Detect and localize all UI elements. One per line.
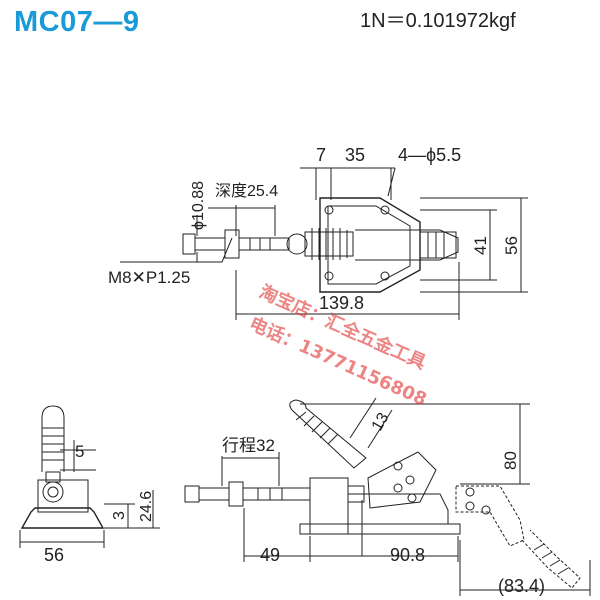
dim-13: 13 xyxy=(369,410,393,434)
dim-83-4: (83.4) xyxy=(498,576,545,596)
dim-base-width: 56 xyxy=(44,545,64,565)
dim-56: 56 xyxy=(502,236,521,255)
dim-41: 41 xyxy=(471,236,490,255)
dim-stroke: 行程32 xyxy=(222,436,275,455)
model-title: MC07—9 xyxy=(14,6,140,38)
dim-length: 139.8 xyxy=(319,293,364,313)
dim-depth: 深度25.4 xyxy=(215,182,278,200)
dim-5: 5 xyxy=(75,442,84,461)
front-view xyxy=(19,405,160,548)
side-view xyxy=(184,397,591,596)
dim-80: 80 xyxy=(501,451,520,470)
dim-dia: ϕ10.88 xyxy=(190,181,207,230)
dim-7: 7 xyxy=(316,145,326,165)
dim-thread: M8✕P1.25 xyxy=(108,268,190,287)
unit-conversion: 1N＝0.101972kgf xyxy=(360,10,516,32)
dim-49: 49 xyxy=(260,545,280,565)
top-view xyxy=(120,167,528,320)
dim-24-6: 24.6 xyxy=(138,491,155,522)
dim-90-8: 90.8 xyxy=(390,545,425,565)
dim-3: 3 xyxy=(111,511,128,520)
dim-35: 35 xyxy=(345,145,365,165)
dim-holes: 4—ϕ5.5 xyxy=(398,145,461,165)
